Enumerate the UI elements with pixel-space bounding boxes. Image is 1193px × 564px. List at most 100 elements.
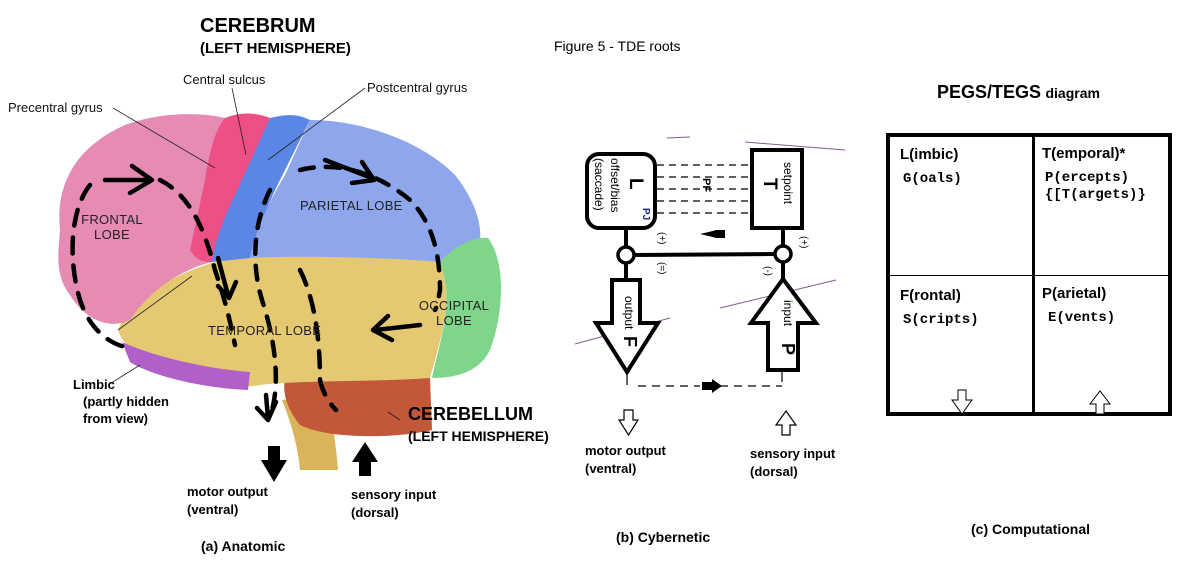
sensory-input-hollow-arrow-icon bbox=[774, 409, 798, 436]
pegs-cell-temporal-title: T(emporal)* bbox=[1042, 145, 1126, 162]
arrow-stem-down-icon bbox=[254, 392, 279, 423]
cerebrum-subtitle: (LEFT HEMISPHERE) bbox=[200, 40, 351, 57]
sign-left-bottom: (=) bbox=[656, 262, 667, 275]
cybernetic-motor-output-line1: motor output bbox=[585, 443, 666, 458]
pegs-cell-temporal: T(emporal)* P(ercepts) {[T(argets)} bbox=[1042, 145, 1146, 204]
cerebellum-leader bbox=[387, 411, 401, 421]
frontal-lobe-label-line2: LOBE bbox=[94, 227, 130, 242]
pf-label: PF bbox=[700, 178, 712, 193]
pegs-cell-temporal-line2: {[T(argets)} bbox=[1045, 187, 1146, 203]
pegs-cell-limbic-line1: G(oals) bbox=[903, 171, 962, 187]
pegs-vertical-divider bbox=[1032, 137, 1035, 412]
limbic-label-line2: (partly hidden bbox=[83, 394, 169, 409]
pegs-cell-frontal: F(rontal) S(cripts) bbox=[900, 287, 979, 329]
feedback-arrow-icon bbox=[700, 230, 717, 238]
input-arrow-label: input bbox=[781, 300, 795, 327]
cybernetic-motor-output-line2: (ventral) bbox=[585, 461, 637, 476]
postcentral-gyrus bbox=[212, 115, 310, 262]
anatomic-motor-output-line1: motor output bbox=[187, 484, 268, 499]
anatomic-sensory-input-line1: sensory input bbox=[351, 487, 437, 502]
environment-arrow-icon bbox=[702, 379, 722, 393]
pegs-arrows bbox=[951, 389, 1112, 415]
temporal-lobe bbox=[118, 255, 447, 387]
brain-illustration bbox=[58, 87, 502, 482]
limbic-leader-upper bbox=[117, 275, 193, 331]
sign-right-bottom: (-) bbox=[762, 266, 773, 276]
central-sulcus-leader bbox=[231, 87, 247, 156]
postcentral-leader bbox=[267, 87, 366, 161]
pegs-cell-frontal-title: F(rontal) bbox=[900, 287, 961, 304]
precentral-leader bbox=[112, 107, 216, 169]
output-arrow-label: output bbox=[622, 296, 636, 330]
anatomic-caption: (a) Anatomic bbox=[201, 538, 286, 554]
occipital-lobe-label-line1: OCCIPITAL bbox=[418, 298, 490, 313]
figure-title: Figure 5 - TDE roots bbox=[554, 38, 681, 54]
pegs-title-main: PEGS/TEGS bbox=[937, 82, 1042, 102]
pegs-horizontal-divider bbox=[890, 275, 1168, 276]
cybernetic-caption: (b) Cybernetic bbox=[616, 529, 711, 545]
L-box-offset-bias: offset/bias bbox=[608, 158, 622, 213]
pegs-cell-limbic-title: L(imbic) bbox=[900, 146, 959, 163]
frontal-lobe-label: FRONTAL LOBE bbox=[72, 212, 152, 242]
sign-right-top: (+) bbox=[798, 236, 809, 249]
cybernetic-sensory-input-label: sensory input (dorsal) bbox=[750, 445, 835, 481]
output-arrow-letter: F bbox=[620, 336, 640, 347]
pegs-title: PEGS/TEGS diagram bbox=[937, 82, 1100, 103]
temporal-lobe-label: TEMPORAL LOBE bbox=[208, 323, 322, 338]
left-summing-junction bbox=[616, 245, 636, 265]
frontal-lobe-label-line1: FRONTAL bbox=[81, 212, 143, 227]
cerebellum-subtitle: (LEFT HEMISPHERE) bbox=[408, 428, 549, 444]
L-box-letter: L bbox=[625, 178, 646, 190]
cybernetic-sensory-input-line2: (dorsal) bbox=[750, 464, 798, 479]
T-box-setpoint: setpoint bbox=[781, 162, 795, 205]
pegs-cell-parietal-line1: E(vents) bbox=[1048, 310, 1116, 326]
frontal-down-arrow-icon bbox=[951, 389, 973, 415]
right-summing-junction bbox=[773, 244, 793, 264]
motor-output-arrow-icon bbox=[261, 446, 287, 482]
parietal-lobe-label: PARIETAL LOBE bbox=[300, 198, 403, 213]
sign-left-top: (+) bbox=[656, 232, 667, 245]
L-box-pj-tag: PJ bbox=[640, 208, 651, 221]
motor-output-hollow-arrow-icon bbox=[617, 409, 640, 437]
limbic-leader bbox=[107, 364, 141, 386]
parietal-up-arrow-icon bbox=[1088, 390, 1112, 415]
arrow-temporal-down-icon bbox=[215, 255, 239, 301]
limbic-region bbox=[122, 342, 250, 390]
cybernetic-motor-output-label: motor output (ventral) bbox=[585, 442, 666, 478]
precentral-gyrus-label: Precentral gyrus bbox=[8, 100, 103, 115]
pegs-grid: L(imbic) G(oals) T(emporal)* P(ercepts) … bbox=[886, 133, 1172, 416]
cybernetic-sensory-input-line1: sensory input bbox=[750, 446, 836, 461]
parietal-lobe bbox=[250, 120, 481, 262]
limbic-label-line1: Limbic bbox=[73, 377, 115, 392]
precentral-gyrus bbox=[190, 113, 270, 262]
occipital-lobe bbox=[432, 237, 502, 378]
pegs-title-suffix: diagram bbox=[1045, 85, 1100, 101]
anatomic-sensory-input-line2: (dorsal) bbox=[351, 505, 399, 520]
cerebrum-title: CEREBRUM bbox=[200, 15, 316, 37]
anatomic-sensory-input-label: sensory input (dorsal) bbox=[351, 486, 436, 522]
loop-connectors bbox=[624, 228, 785, 280]
pegs-cell-temporal-line1: P(ercepts) bbox=[1045, 170, 1130, 186]
anatomic-motor-output-label: motor output (ventral) bbox=[187, 483, 268, 519]
pegs-cell-parietal: P(arietal) E(vents) bbox=[1042, 285, 1115, 327]
central-sulcus-label: Central sulcus bbox=[183, 72, 266, 87]
arrow-occipital-left-icon bbox=[370, 313, 423, 343]
arrow-frontal-right-icon bbox=[102, 163, 155, 196]
occipital-lobe-label: OCCIPITAL LOBE bbox=[414, 298, 494, 328]
anatomic-motor-output-line2: (ventral) bbox=[187, 502, 239, 517]
pegs-cell-frontal-line1: S(cripts) bbox=[903, 312, 979, 328]
environment-return-path bbox=[626, 372, 783, 387]
cerebellum-title: CEREBELLUM bbox=[408, 404, 533, 424]
L-box-saccade: (saccade) bbox=[592, 158, 606, 211]
computational-caption: (c) Computational bbox=[971, 521, 1090, 537]
postcentral-gyrus-label: Postcentral gyrus bbox=[367, 80, 468, 95]
input-arrow-letter: P bbox=[778, 343, 798, 356]
pegs-cell-limbic: L(imbic) G(oals) bbox=[900, 146, 962, 188]
pegs-cell-parietal-title: P(arietal) bbox=[1042, 285, 1107, 302]
T-box-letter: T bbox=[759, 178, 780, 190]
frontal-lobe bbox=[58, 114, 226, 324]
sensory-input-arrow-icon bbox=[352, 442, 378, 476]
limbic-label-line3: from view) bbox=[83, 411, 149, 426]
feedback-arrow-tail bbox=[715, 230, 725, 238]
occipital-lobe-label-line2: LOBE bbox=[436, 313, 472, 328]
